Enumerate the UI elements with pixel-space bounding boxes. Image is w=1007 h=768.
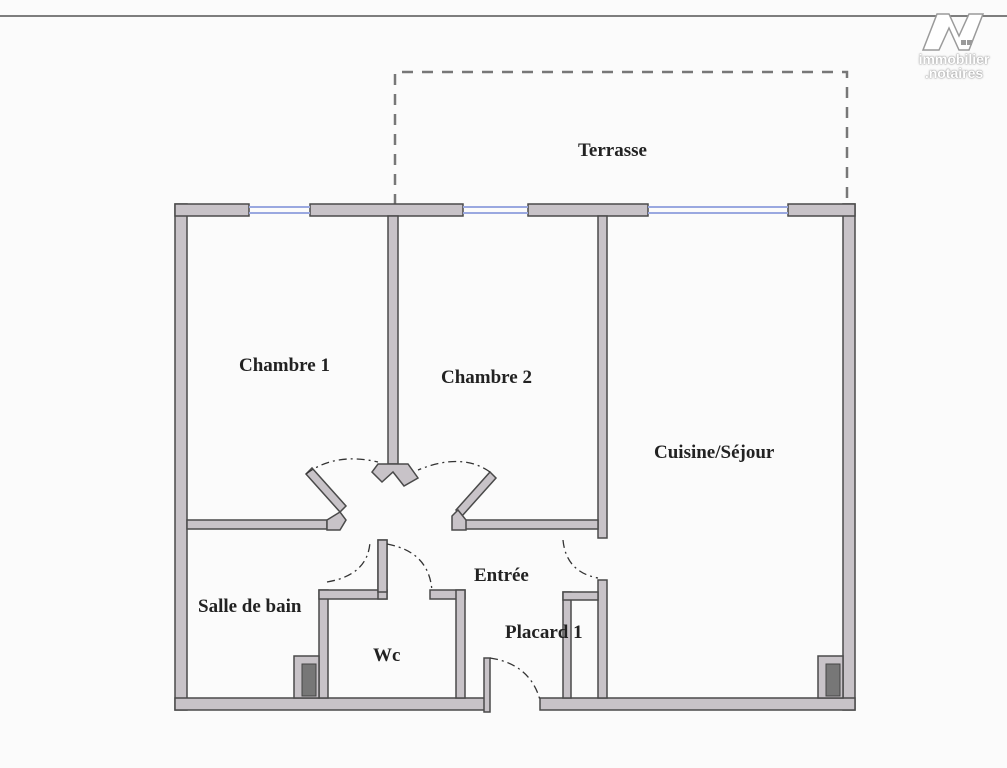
swing-sdb bbox=[326, 541, 371, 583]
wall-chambre2-sejour bbox=[597, 215, 608, 539]
logo-text-line2: .notaires bbox=[924, 65, 984, 81]
swing-chambre2 bbox=[417, 460, 491, 473]
terrasse-outline bbox=[393, 70, 849, 205]
junction-top bbox=[371, 463, 420, 487]
shaft-sejour-core bbox=[825, 663, 841, 697]
shaft-sdb-core bbox=[301, 663, 317, 697]
swing-sejour bbox=[562, 539, 599, 579]
wall-placard-top bbox=[562, 591, 599, 601]
door-leaf-chambre1 bbox=[304, 466, 348, 514]
wall-chambre2-bottom bbox=[457, 519, 599, 530]
room-label-placard: Placard 1 bbox=[505, 622, 583, 643]
door-leaf-entry bbox=[483, 657, 491, 713]
logo-text-line1: immobilier bbox=[918, 51, 990, 67]
swing-entry bbox=[489, 657, 541, 701]
windows bbox=[249, 206, 788, 214]
wall-top-3 bbox=[527, 203, 649, 217]
house-logo-icon bbox=[921, 13, 985, 51]
wall-wc-top bbox=[318, 589, 388, 600]
junction-right bbox=[451, 508, 467, 531]
room-label-entree: Entrée bbox=[474, 565, 529, 586]
wall-top-1 bbox=[174, 203, 250, 217]
door-leaves bbox=[304, 466, 498, 713]
walls bbox=[174, 203, 856, 711]
door-swings bbox=[305, 458, 599, 701]
room-label-terrasse: Terrasse bbox=[578, 140, 647, 161]
wall-top-4 bbox=[787, 203, 856, 217]
room-label-cuisine-sejour: Cuisine/Séjour bbox=[654, 442, 775, 463]
door-leaf-wc bbox=[377, 539, 388, 593]
wall-chambre1-2 bbox=[387, 215, 399, 465]
wall-chambre1-bottom bbox=[186, 519, 328, 530]
junction-left bbox=[326, 511, 347, 531]
door-leaf-chambre2 bbox=[454, 470, 498, 518]
wall-left bbox=[174, 203, 188, 711]
wall-placard-left bbox=[562, 591, 572, 699]
room-label-chambre2: Chambre 2 bbox=[441, 367, 532, 388]
wall-sejour-lower bbox=[597, 579, 608, 699]
swing-chambre1 bbox=[305, 458, 379, 475]
room-label-chambre1: Chambre 1 bbox=[239, 355, 330, 376]
immobilier-notaires-logo: immobilier .notaires bbox=[905, 10, 1003, 94]
room-label-salle-de-bain: Salle de bain bbox=[198, 596, 302, 617]
swing-wc bbox=[386, 543, 433, 593]
wall-wc-right bbox=[455, 589, 466, 699]
wall-bottom-left bbox=[174, 697, 488, 711]
wall-right bbox=[842, 203, 856, 711]
wall-sdb-right bbox=[318, 589, 329, 699]
wall-top-2 bbox=[309, 203, 464, 217]
wall-bottom-right bbox=[539, 697, 856, 711]
room-label-wc: Wc bbox=[373, 645, 401, 666]
